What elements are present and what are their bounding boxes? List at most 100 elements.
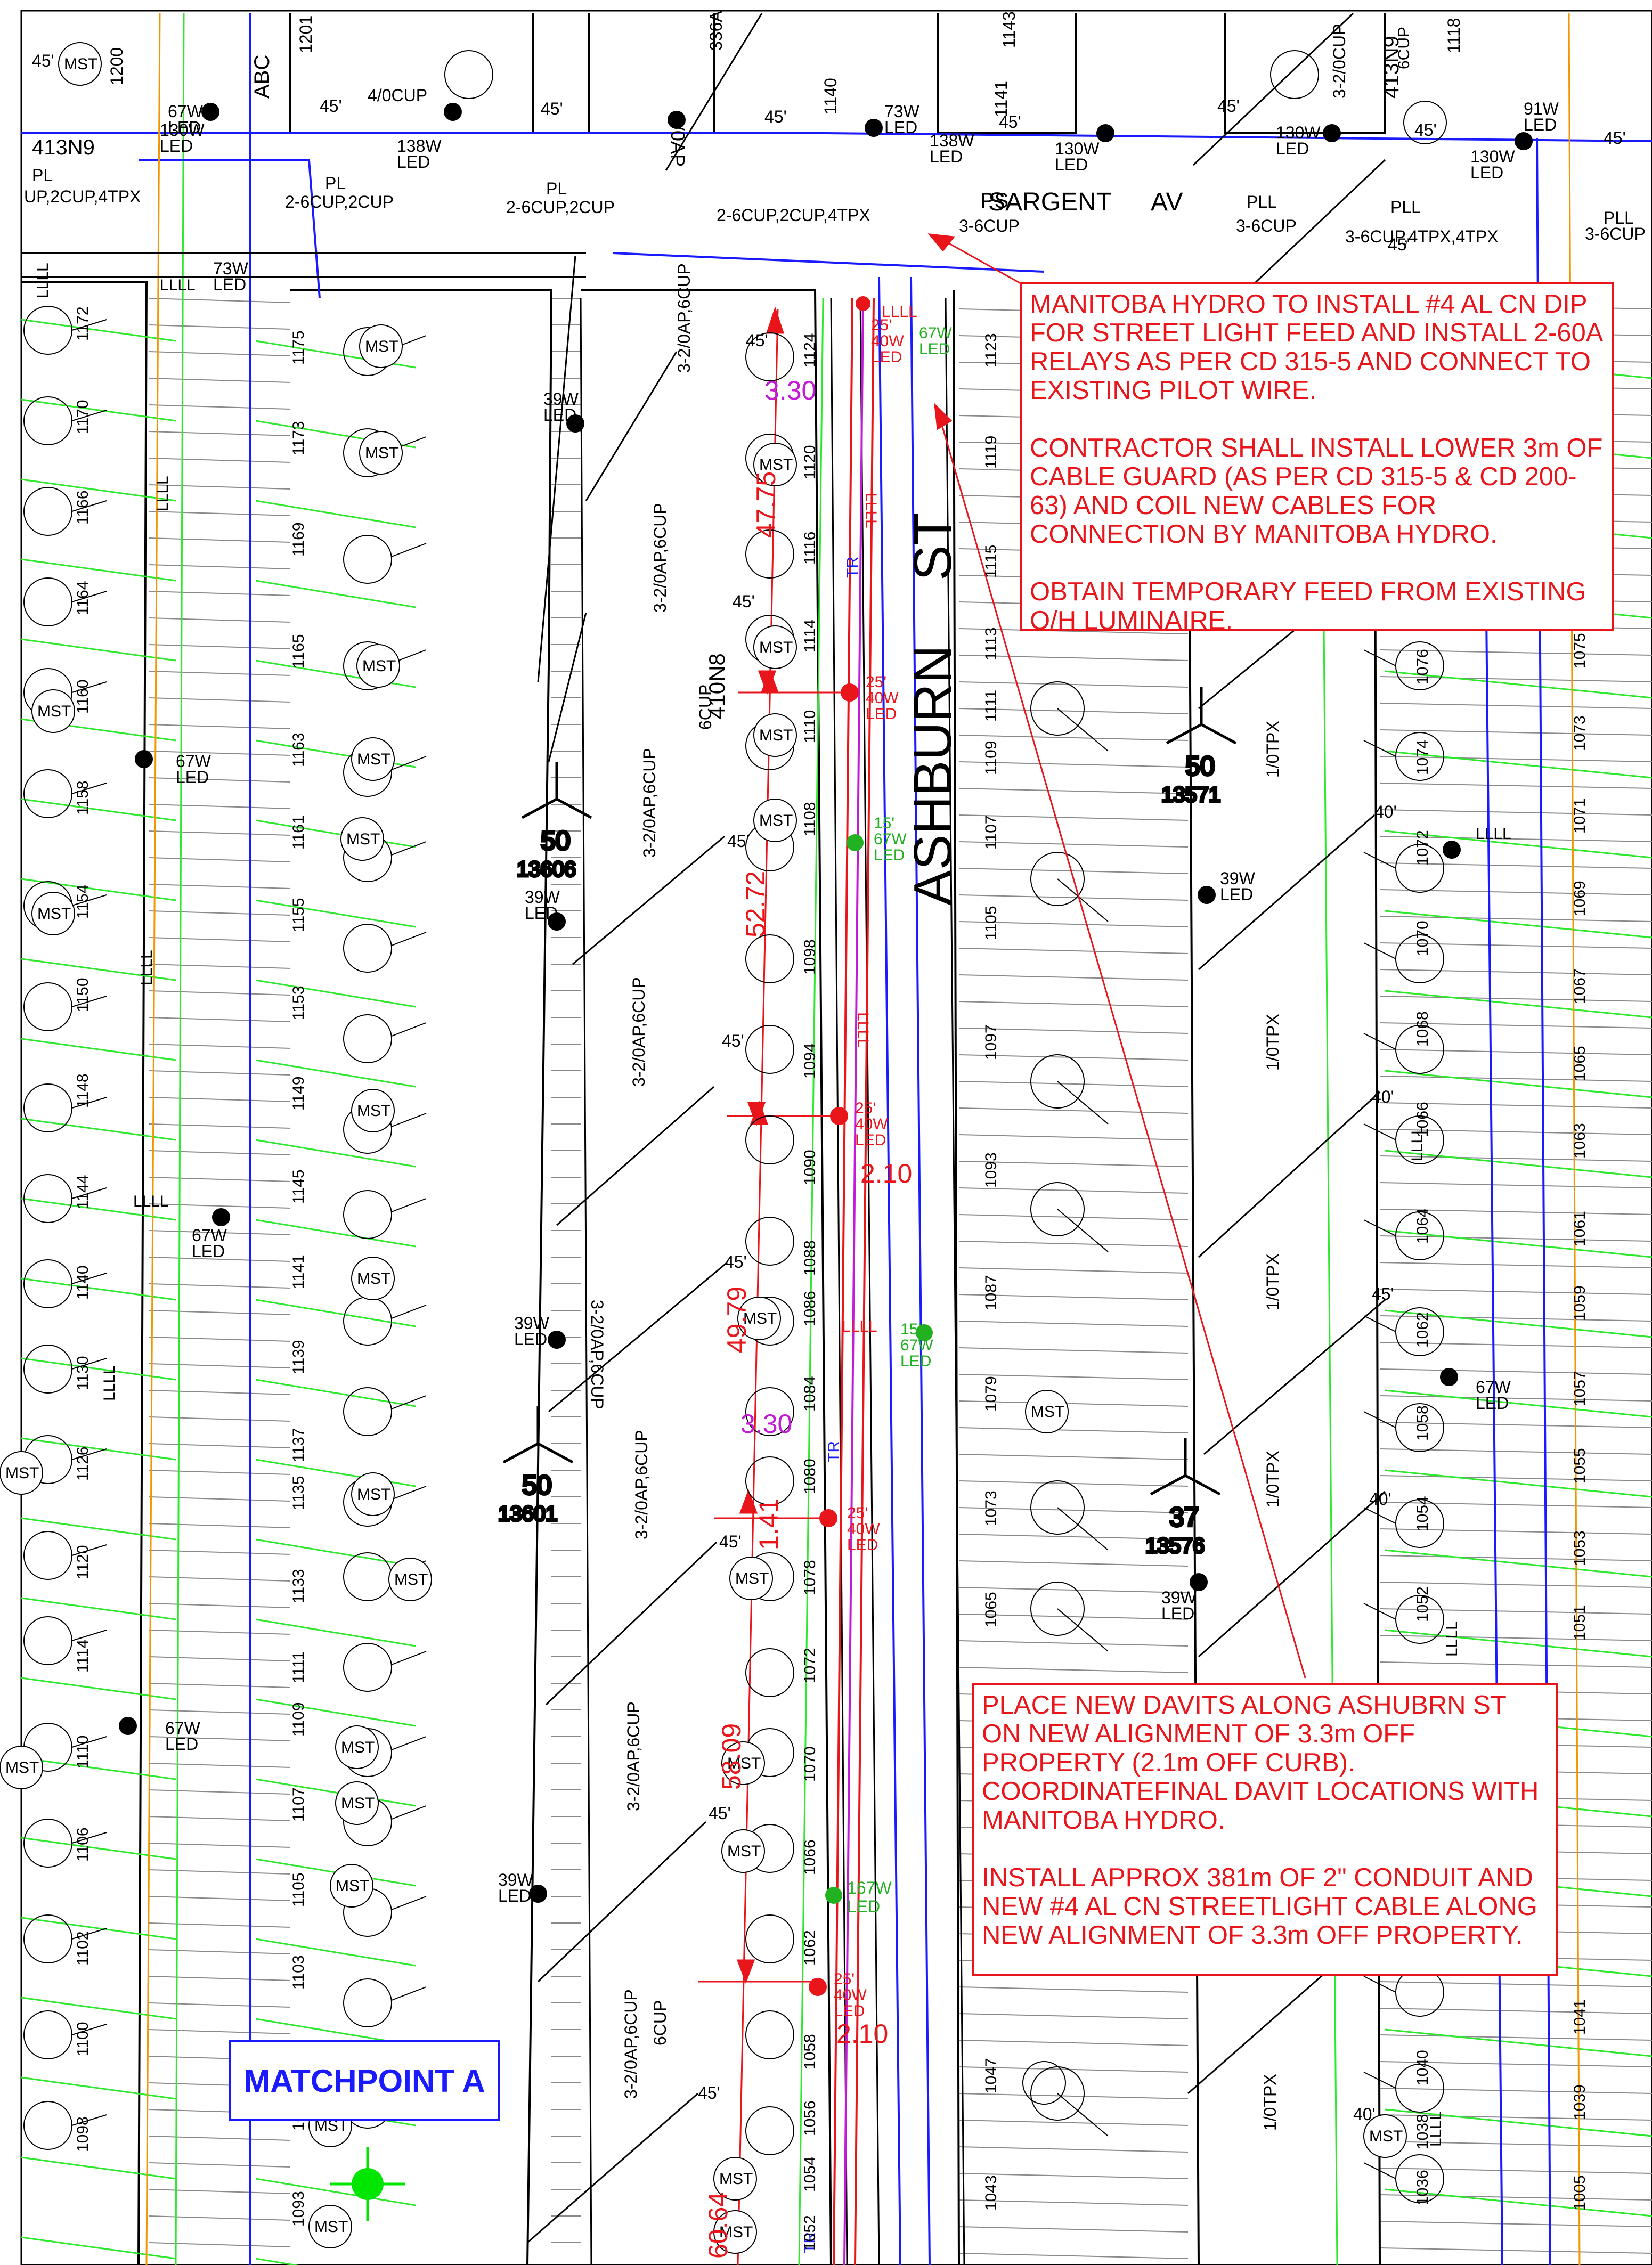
luminaire-type: LED: [930, 147, 963, 166]
transformer-id: 13606: [517, 858, 576, 881]
house-number: 1126: [74, 1446, 92, 1481]
mst-label: MST: [5, 1759, 39, 1777]
house-number: 1137: [290, 1428, 307, 1462]
house-number: 1064: [1414, 1208, 1431, 1244]
house-circles: [23, 50, 1447, 2203]
dimension-label: 3.30: [764, 376, 816, 405]
overhead-label: 3-2/0AP,6CUP: [674, 263, 694, 373]
luminaire-type: LED: [1476, 1394, 1509, 1413]
house-number: 1054: [1414, 1496, 1431, 1531]
overhead-label: 40': [1353, 2105, 1376, 2124]
mst-marker: MST: [388, 1558, 432, 1601]
house-number: 1072: [1414, 830, 1431, 866]
overhead-label: 45': [764, 107, 787, 126]
overhead-label: 45': [725, 1252, 747, 1272]
house-number: 1123: [982, 333, 1000, 368]
overhead-label: 40': [1372, 1087, 1394, 1106]
mst-label: MST: [357, 1102, 390, 1120]
luminaire-wattage: 67W: [176, 752, 211, 771]
note-manitoba-hydro: MANITOBA HYDRO TO INSTALL #4 AL CN DIP F…: [1020, 282, 1614, 635]
street-name-st: ST: [903, 512, 963, 581]
dimension-label: 60.64: [703, 2192, 733, 2259]
luminaire-type: LED: [514, 1330, 547, 1349]
house-number: 1059: [1571, 1285, 1589, 1321]
mst-marker: MST: [335, 1725, 379, 1769]
mst-label: MST: [727, 1755, 761, 1772]
mst-label: MST: [759, 639, 793, 656]
house-number: 1097: [982, 1024, 1000, 1060]
luminaire-type: LED: [213, 275, 246, 294]
overhead-label: TR: [844, 557, 861, 578]
overhead-label: LLLL: [34, 263, 52, 298]
house-number: 1107: [290, 1787, 307, 1822]
house-number: 1120: [801, 445, 819, 479]
mst-marker: MST: [0, 1746, 43, 1789]
luminaire-wattage: 130W: [160, 120, 205, 140]
luminaire-type: LED: [192, 1242, 225, 1261]
new-pole-label: 25': [871, 316, 892, 334]
overhead-label: LLLL: [862, 493, 880, 528]
luminaire-type: LED: [397, 152, 430, 172]
luminaire-wattage: 67W: [192, 1226, 227, 1245]
house-number: 1119: [982, 436, 1000, 469]
transformer-symbol: [521, 762, 592, 819]
mst-label: MST: [5, 1464, 39, 1482]
mst-marker: MST: [721, 1829, 765, 1873]
existing-pole-label: 67W: [919, 324, 952, 342]
dimension-label: 2.10: [836, 2019, 888, 2049]
new-pole-label: 25': [866, 673, 886, 691]
house-number: 1078: [801, 1560, 819, 1595]
house-number: 1169: [290, 522, 307, 557]
mst-label: MST: [1031, 1403, 1064, 1421]
house-number: 1158: [74, 780, 92, 815]
transformer-symbol: [502, 1406, 574, 1464]
overhead-label: 2-6CUP,2CUP,4TPX: [717, 206, 870, 225]
house-number: 1113: [982, 628, 1000, 661]
house-number: 1175: [290, 330, 307, 365]
overhead-label: PL: [546, 179, 567, 198]
house-number: 1069: [1571, 881, 1589, 916]
house-number: 1110: [74, 1736, 92, 1769]
overhead-label: 6CUP: [696, 685, 715, 730]
house-number: 1068: [1414, 1011, 1431, 1047]
mst-marker: MST: [713, 2157, 757, 2201]
mst-label: MST: [341, 1795, 375, 1812]
pole: [566, 414, 584, 433]
house-number: 1139: [290, 1340, 307, 1374]
sheet-border: [20, 10, 1652, 2265]
overhead-label: LLLL: [154, 476, 172, 511]
overhead-label: 45': [320, 96, 342, 116]
pole: [1190, 1573, 1208, 1591]
mst-marker: MST: [31, 689, 75, 733]
mst-label: MST: [759, 812, 793, 829]
luminaire-type: LED: [165, 1734, 198, 1754]
house-number: 1144: [74, 1175, 92, 1209]
house-number: 1079: [982, 1376, 1000, 1412]
overhead-label: 45': [1372, 1284, 1394, 1303]
overhead-label: ABC: [250, 55, 274, 99]
house-number: 1057: [1571, 1371, 1589, 1406]
note-leaders: [927, 233, 1306, 1679]
overhead-label: 3-6CUP: [1585, 224, 1646, 243]
existing-green-poles: [825, 834, 933, 1904]
mst-label: MST: [1369, 2128, 1403, 2145]
house-number: 1098: [74, 2116, 92, 2152]
mst-label: MST: [365, 338, 398, 355]
luminaire-wattage: 67W: [165, 1718, 201, 1738]
pole: [548, 1331, 566, 1349]
house-number: 1072: [801, 1648, 819, 1683]
luminaire-type: LED: [543, 405, 576, 425]
house-number: 1070: [801, 1746, 819, 1782]
overhead-label: 45': [999, 112, 1021, 132]
overhead-label: 3-6CUP,4TPX,4TPX: [1345, 227, 1499, 246]
luminaire-type: LED: [884, 118, 917, 137]
overhead-label: PS: [980, 189, 1008, 213]
mst-label: MST: [719, 2170, 753, 2188]
overhead-label: PL: [32, 166, 53, 185]
house-number: 1130: [74, 1356, 92, 1390]
house-number: 1088: [801, 1240, 819, 1276]
survey-marker: [330, 2147, 405, 2221]
house-number: 1073: [982, 1490, 1000, 1526]
house-number: 1093: [290, 2191, 307, 2227]
house-number: 1084: [801, 1376, 819, 1412]
